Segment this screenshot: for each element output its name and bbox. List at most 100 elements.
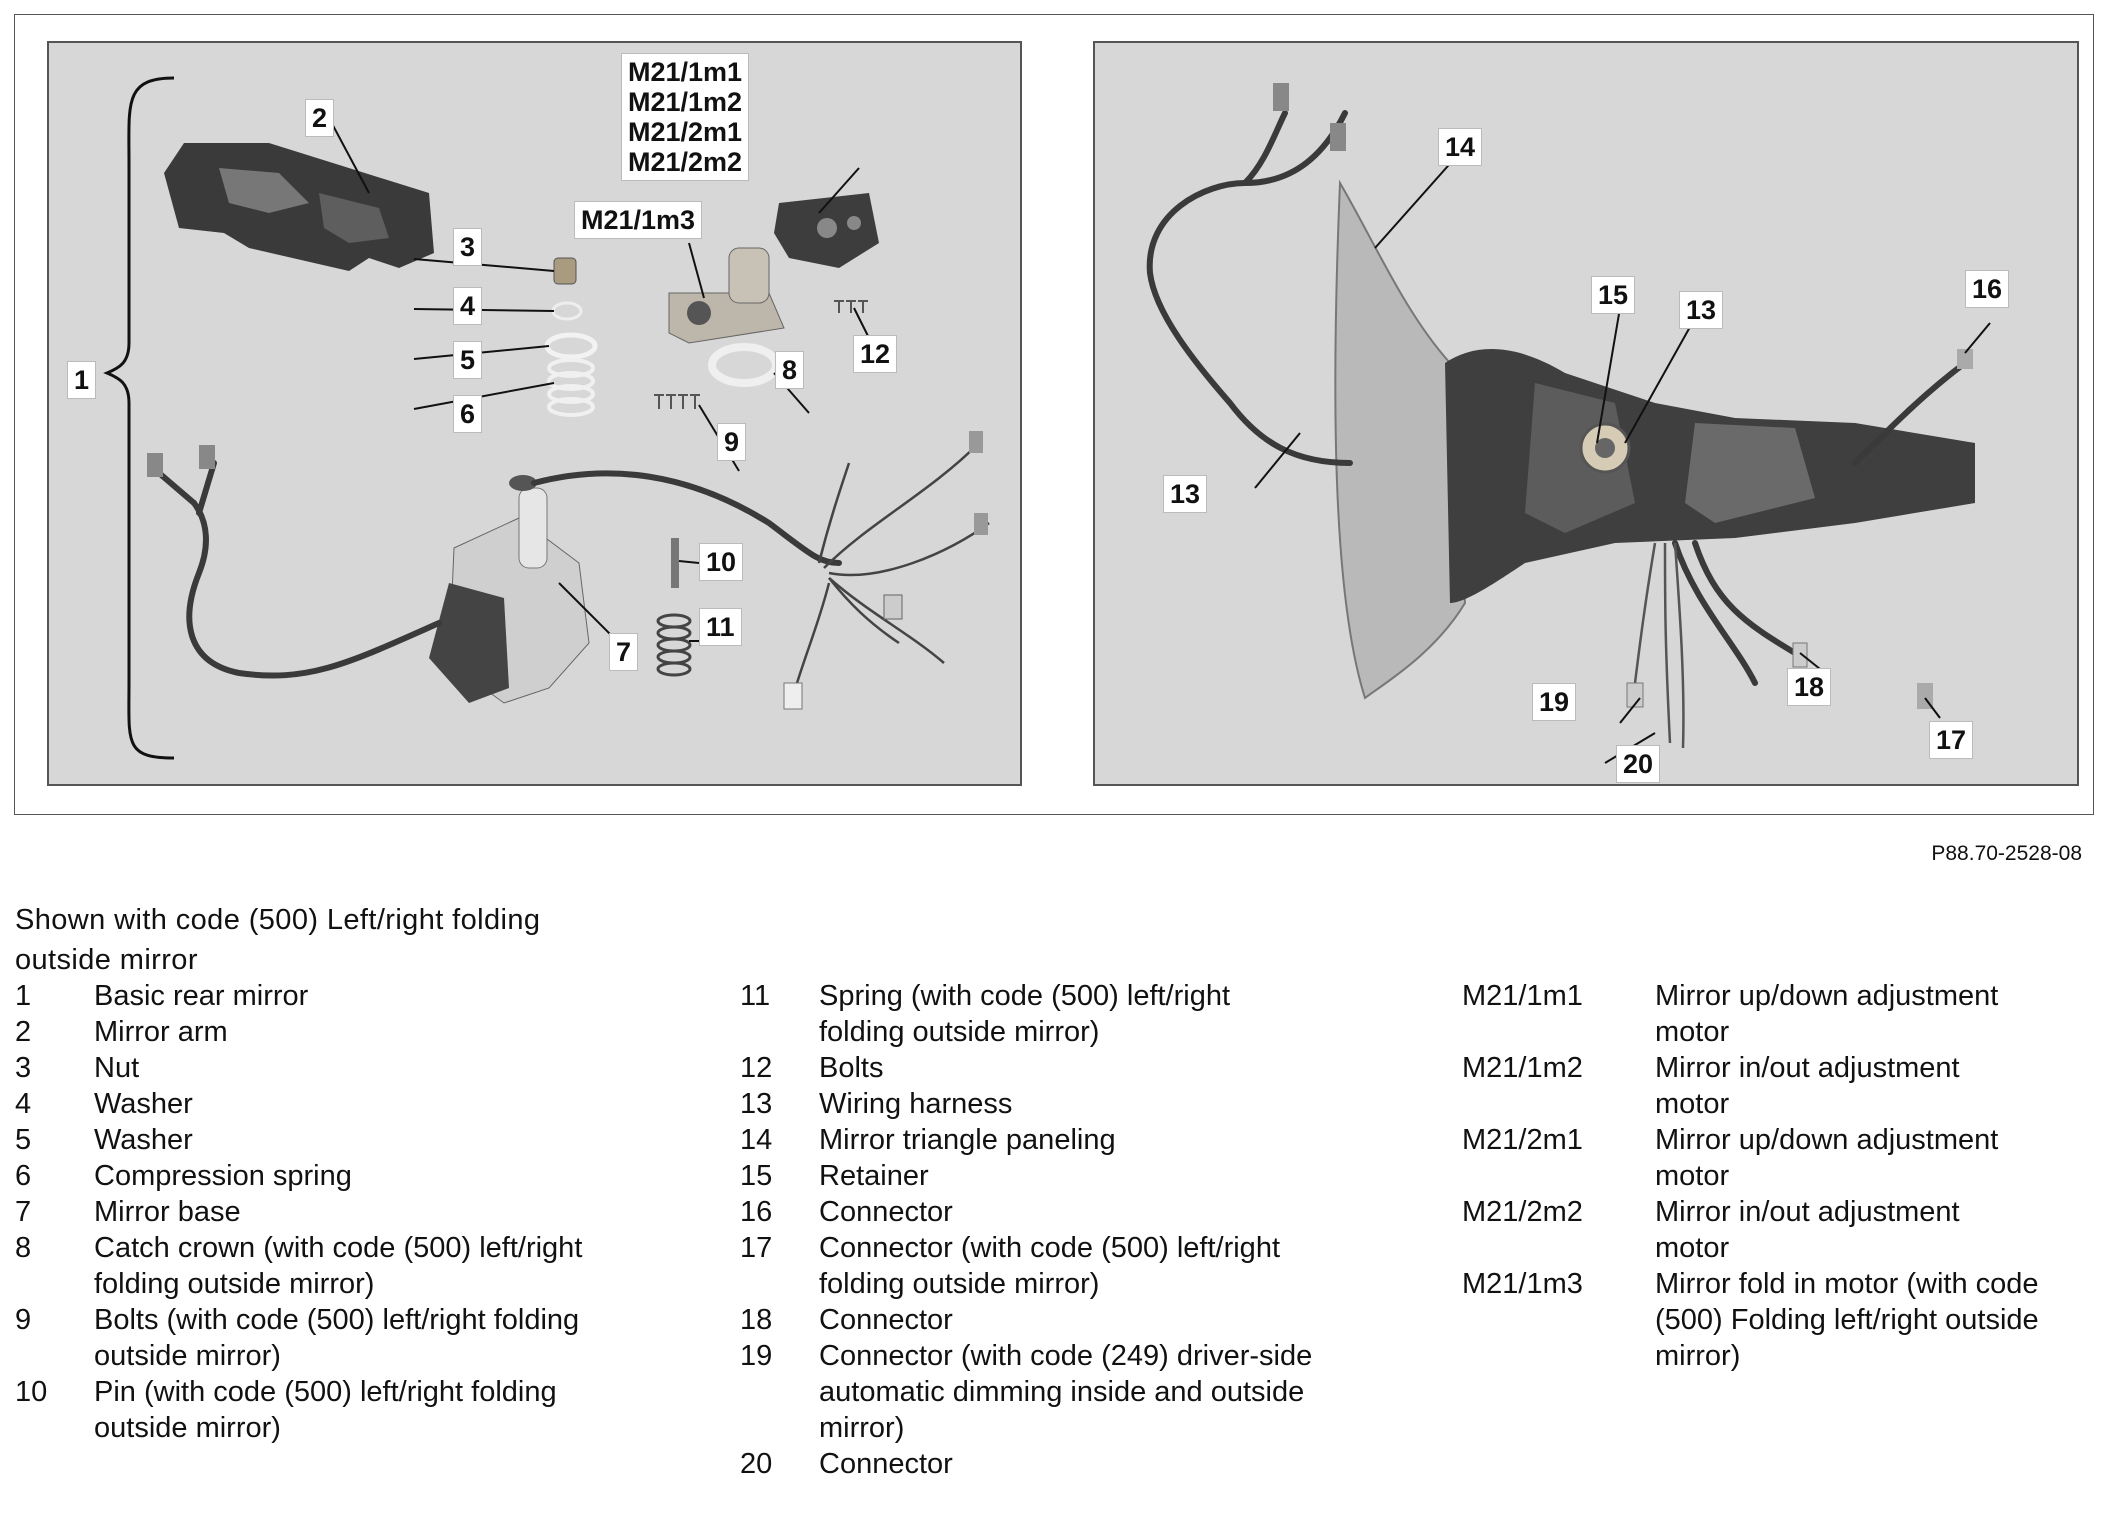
legend-number: 18 xyxy=(740,1304,773,1336)
legend-item: 15 Retainer xyxy=(740,1158,1380,1194)
legend-item: M21/1m3 Mirror fold in motor (with code (… xyxy=(1462,1266,2102,1374)
legend-text: Nut xyxy=(94,1052,140,1084)
callout-3: 3 xyxy=(453,228,483,266)
legend-text: Mirror base xyxy=(94,1196,241,1228)
exploded-view-panel: 1 2 3 4 5 6 7 8 9 10 11 12 M21/1m1 M21/1… xyxy=(47,41,1022,786)
assembly-brace xyxy=(103,76,175,760)
legend-item: 9 Bolts (with code (500) left/right foldi… xyxy=(15,1302,655,1374)
figure-frame: 1 2 3 4 5 6 7 8 9 10 11 12 M21/1m1 M21/1… xyxy=(14,14,2094,815)
figure-reference-number: P88.70-2528-08 xyxy=(1931,842,2082,865)
legend-item: 7 Mirror base xyxy=(15,1194,655,1230)
callout-11: 11 xyxy=(699,608,742,646)
legend-text: Washer xyxy=(94,1088,193,1120)
callout-15: 15 xyxy=(1591,276,1636,314)
callout-m21-2m2: M21/2m2 xyxy=(628,147,743,177)
assembled-view-illustration xyxy=(1146,83,1991,764)
callout-5: 5 xyxy=(453,341,483,379)
callout-17: 17 xyxy=(1929,721,1974,759)
callout-m21-1m2: M21/1m2 xyxy=(628,87,743,117)
legend-item: 1 Basic rear mirror xyxy=(15,978,655,1014)
legend-text: Mirror in/out adjustment motor xyxy=(1655,1052,1960,1120)
legend-text: Connector (with code (500) left/right fo… xyxy=(819,1232,1280,1300)
legend-text: Mirror in/out adjustment motor xyxy=(1655,1196,1960,1264)
legend-item: 18 Connector xyxy=(740,1302,1380,1338)
connector-shape xyxy=(969,431,983,453)
legend-number: M21/1m1 xyxy=(1462,980,1583,1012)
fold-motor-shape xyxy=(668,247,785,344)
compression-spring-shape xyxy=(547,358,595,417)
legend-text: Catch crown (with code (500) left/right … xyxy=(94,1232,583,1300)
legend-column-2: 11 Spring (with code (500) left/right fol… xyxy=(740,978,1380,1482)
connector-shape xyxy=(1792,642,1808,668)
legend-text: Spring (with code (500) left/right foldi… xyxy=(819,980,1231,1048)
legend-number: 11 xyxy=(740,980,771,1012)
connector-shape xyxy=(883,594,903,620)
legend-text: Mirror triangle paneling xyxy=(819,1124,1116,1156)
callout-1: 1 xyxy=(67,361,97,399)
legend-number: 7 xyxy=(15,1196,32,1228)
legend-item: 11 Spring (with code (500) left/right fol… xyxy=(740,978,1380,1050)
legend-text: Bolts (with code (500) left/right foldin… xyxy=(94,1304,580,1372)
legend-number: 4 xyxy=(15,1088,32,1120)
legend-number: 2 xyxy=(15,1016,32,1048)
washer-shape xyxy=(544,332,598,360)
legend-number: 1 xyxy=(15,980,32,1012)
legend-number: 6 xyxy=(15,1160,32,1192)
connector-shape xyxy=(1957,349,1973,369)
connector-shape xyxy=(147,453,163,477)
legend-text: Mirror fold in motor (with code (500) Fo… xyxy=(1655,1268,2039,1372)
callout-9: 9 xyxy=(717,423,747,461)
connector-shape xyxy=(199,445,215,469)
legend-number: 14 xyxy=(740,1124,773,1156)
washer-shape xyxy=(551,301,583,321)
callout-13: 13 xyxy=(1679,291,1724,329)
callout-13: 13 xyxy=(1163,475,1208,513)
legend-text: Connector xyxy=(819,1196,953,1228)
callout-7: 7 xyxy=(609,633,639,671)
callout-motor-group: M21/1m1 M21/1m2 M21/2m1 M21/2m2 xyxy=(621,53,750,181)
legend-text: Connector (with code (249) driver-side a… xyxy=(819,1340,1313,1444)
legend-number: 15 xyxy=(740,1160,773,1192)
callout-m21-1m3: M21/1m3 xyxy=(574,201,703,239)
mirror-arm-shape xyxy=(164,143,434,271)
legend-number: M21/1m3 xyxy=(1462,1268,1583,1300)
legend-number: M21/2m2 xyxy=(1462,1196,1583,1228)
legend-text: Retainer xyxy=(819,1160,929,1192)
loose-wires-shape xyxy=(792,442,990,694)
legend-heading: Shown with code (500) Left/right folding… xyxy=(15,904,541,976)
legend-item: M21/2m2 Mirror in/out adjustment motor xyxy=(1462,1194,2102,1266)
legend-number: 9 xyxy=(15,1304,32,1336)
legend-text: Mirror arm xyxy=(94,1016,228,1048)
pin-shape xyxy=(671,538,679,588)
connector-shape xyxy=(974,513,988,535)
nut-shape xyxy=(553,257,577,285)
legend-text: Mirror up/down adjustment motor xyxy=(1655,1124,1999,1192)
legend-text: Basic rear mirror xyxy=(94,980,309,1012)
catch-crown-shape xyxy=(708,343,780,387)
callout-8: 8 xyxy=(775,351,805,389)
leader-lines xyxy=(1254,157,1991,764)
legend-number: 12 xyxy=(740,1052,773,1084)
legend-item: 14 Mirror triangle paneling xyxy=(740,1122,1380,1158)
connector-shape xyxy=(1330,123,1346,151)
mirror-base-shape xyxy=(429,475,590,704)
callout-2: 2 xyxy=(305,99,335,137)
wiring-harness-shape xyxy=(1146,110,1968,686)
callout-16: 16 xyxy=(1965,270,2010,308)
wiring-harness-shape xyxy=(156,460,842,679)
legend-item: 2 Mirror arm xyxy=(15,1014,655,1050)
callout-6: 6 xyxy=(453,395,483,433)
legend-text: Connector xyxy=(819,1304,953,1336)
